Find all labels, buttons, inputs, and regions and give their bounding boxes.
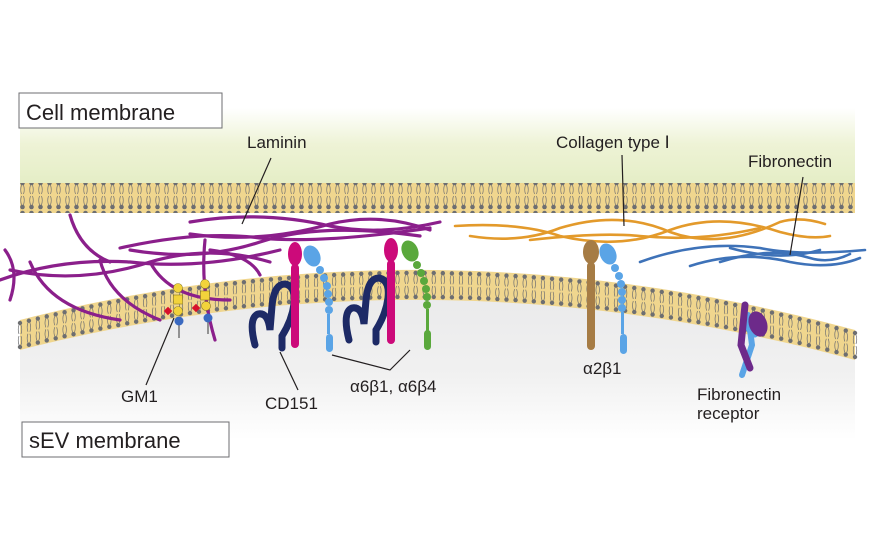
fibronectin-label: Fibronectin [748, 152, 832, 171]
integrin-a6b1 [288, 242, 333, 352]
collagen-leader [621, 154, 625, 227]
sev-membrane-text: sEV membrane [29, 428, 181, 453]
cd151-label: CD151 [265, 394, 318, 413]
collagen-label: Collagen type Ⅰ [556, 133, 670, 152]
laminin-fibers [0, 213, 442, 342]
integrin-a6b4 [384, 238, 431, 350]
gm1-label: GM1 [121, 387, 158, 406]
fibronectin-leader [789, 176, 804, 256]
fibronectin-fibers [638, 244, 867, 268]
a6-leader [331, 349, 411, 371]
gm1-glycolipid-1 [163, 283, 184, 338]
sev-membrane-label: sEV membrane [21, 421, 230, 458]
laminin-label: Laminin [247, 133, 307, 152]
laminin-leader [241, 157, 272, 225]
sev-lipid-band [20, 269, 855, 360]
gm1-glycolipid-2 [191, 279, 213, 334]
a2b1-label: α2β1 [583, 359, 622, 378]
gm1-leader [145, 317, 175, 386]
cd151-leader [279, 351, 299, 391]
collagen-fibers [453, 218, 832, 244]
leader-lines [145, 154, 804, 391]
fibronectin-receptor-label-line2: receptor [697, 404, 760, 423]
cell-membrane-label: Cell membrane [18, 92, 223, 129]
integrin-a2b1 [583, 240, 627, 354]
fibronectin-receptor [737, 301, 768, 378]
cell-membrane-bilayer [20, 183, 855, 213]
fibronectin-receptor-label-line1: Fibronectin [697, 385, 781, 404]
a6-integrins-label: α6β1, α6β4 [350, 377, 436, 396]
cell-membrane-text: Cell membrane [26, 100, 175, 125]
sev-membrane-bilayer [17, 269, 858, 360]
sev-lumen [20, 282, 855, 440]
